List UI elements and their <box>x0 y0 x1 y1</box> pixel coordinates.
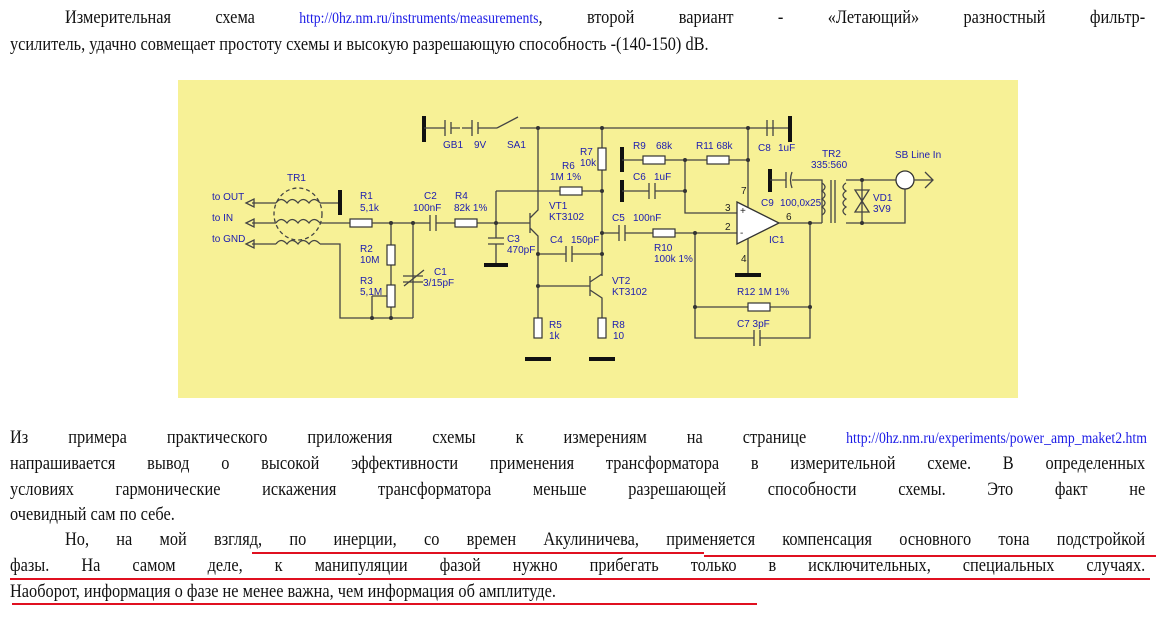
label-vt1-value: KT3102 <box>549 212 584 223</box>
paragraph2-line1: Из примера практического приложения схем… <box>10 425 1147 451</box>
label-r1: R1 <box>360 191 373 202</box>
label-to-in: to IN <box>212 213 233 224</box>
label-to-gnd: to GND <box>212 234 245 245</box>
label-c5-value: 100nF <box>633 213 661 224</box>
label-c6-value: 1uF <box>654 172 671 183</box>
label-r9-value: 68k <box>656 141 673 152</box>
measurements-link[interactable]: http://0hz.nm.ru/instruments/measurement… <box>299 10 539 27</box>
label-c9: C9 <box>761 198 774 209</box>
label-r11: R11 68k <box>696 141 734 152</box>
label-r4-value: 82k 1% <box>454 203 487 214</box>
paragraph2-line2: напрашивается вывод о высокой эффективно… <box>10 453 1146 474</box>
label-r8-value: 10 <box>613 331 625 342</box>
label-r6-value: 1M 1% <box>550 172 581 183</box>
label-c4-value: 150pF <box>571 235 599 246</box>
paragraph3-line3: Наоборот, информация о фазе не менее важ… <box>10 581 556 602</box>
paragraph1-line2: усилитель, удачно совмещает простоту схе… <box>10 34 709 55</box>
label-c7: C7 3pF <box>737 319 770 330</box>
label-pin2: 2 <box>725 222 731 233</box>
label-vt1: VT1 <box>549 201 568 212</box>
label-tr2-value: 335:560 <box>811 160 848 171</box>
label-c2-value: 100nF <box>413 203 441 214</box>
label-c4: C4 <box>550 235 563 246</box>
minus-sign: - <box>740 228 743 239</box>
label-c8-value: 1uF <box>778 143 795 154</box>
label-c5: C5 <box>612 213 625 224</box>
label-vd1-value: 3V9 <box>873 204 891 215</box>
label-r7: R7 <box>580 147 593 158</box>
label-ic1: IC1 <box>769 235 785 246</box>
label-r1-value: 5,1k <box>360 203 380 214</box>
label-r9: R9 <box>633 141 646 152</box>
label-pin7: 7 <box>741 186 747 197</box>
label-c3-value: 470pF <box>507 245 535 256</box>
label-r2: R2 <box>360 244 373 255</box>
label-c1: C1 <box>434 267 447 278</box>
label-c8: C8 <box>758 143 771 154</box>
red-underline <box>10 578 1150 580</box>
label-r5: R5 <box>549 320 562 331</box>
red-underline <box>704 555 1156 557</box>
paragraph3-line2: фазы. На самом деле, к манипуляции фазой… <box>10 555 1146 576</box>
label-c6: C6 <box>633 172 646 183</box>
power-amp-link[interactable]: http://0hz.nm.ru/experiments/power_amp_m… <box>846 430 1147 447</box>
label-sa1: SA1 <box>507 140 526 151</box>
label-to-out: to OUT <box>212 192 244 203</box>
label-tr2: TR2 <box>822 149 841 160</box>
label-vt2: VT2 <box>612 276 631 287</box>
label-vt2-value: KT3102 <box>612 287 647 298</box>
label-r8: R8 <box>612 320 625 331</box>
label-r3: R3 <box>360 276 373 287</box>
label-pin4: 4 <box>741 254 747 265</box>
label-r6: R6 <box>562 161 575 172</box>
text: Измерительная схема <box>65 7 300 28</box>
label-r10: R10 <box>654 243 673 254</box>
label-pin3: 3 <box>725 203 731 214</box>
label-r12: R12 1M 1% <box>737 287 789 298</box>
label-sb-line-in: SB Line In <box>895 150 941 161</box>
plus-sign: + <box>740 206 746 217</box>
label-tr1: TR1 <box>287 173 306 184</box>
label-r7-value: 10k <box>580 158 597 169</box>
label-r4: R4 <box>455 191 468 202</box>
label-vd1: VD1 <box>873 193 893 204</box>
label-r10-value: 100k 1% <box>654 254 693 265</box>
label-r5-value: 1k <box>549 331 561 342</box>
red-underline <box>12 603 757 605</box>
label-gb1: GB1 <box>443 140 463 151</box>
red-underline <box>252 552 704 554</box>
label-c1-value: 3/15pF <box>423 278 454 289</box>
paragraph2-line3: условиях гармонические искажения трансфо… <box>10 479 1146 500</box>
paragraph1-line1: Измерительная схема http://0hz.nm.ru/ins… <box>65 5 1145 31</box>
label-r2-value: 10M <box>360 255 379 266</box>
paragraph3-line1: Но, на мой взгляд, по инерции, со времен… <box>65 529 1146 550</box>
label-c9-value: 100,0x25 <box>780 198 822 209</box>
text: , второй вариант - «Летающий» разностный… <box>538 7 1146 28</box>
label-c2: C2 <box>424 191 437 202</box>
label-c3: C3 <box>507 234 520 245</box>
paragraph2-line4: очевидный сам по себе. <box>10 504 175 525</box>
label-pin6: 6 <box>786 212 792 223</box>
label-r3-value: 5,1M <box>360 287 382 298</box>
text: Из примера практического приложения схем… <box>10 427 807 448</box>
schematic-diagram: GB1 9V SA1 TR1 to OUT to IN to GND R1 5,… <box>178 80 1018 398</box>
label-9v: 9V <box>474 140 487 151</box>
